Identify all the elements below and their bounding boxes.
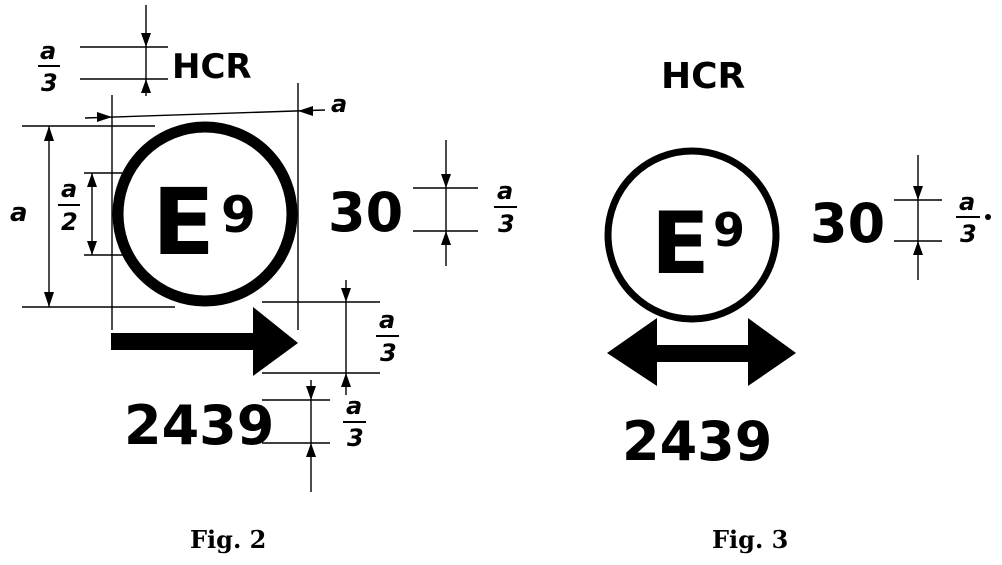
- fig2-side-number: 30: [328, 181, 403, 244]
- fig2-sign-letter: E: [152, 169, 215, 276]
- fig2-side-frac-den: 3: [498, 210, 515, 238]
- fig2-letter-frac-den: 2: [61, 208, 78, 236]
- fig2-height-label: a: [10, 198, 28, 228]
- fig2-letter-height-dimension: a 2: [58, 172, 158, 256]
- fig2-hcr-frac-num: a: [40, 37, 56, 65]
- fig2-height-dimension: a: [10, 125, 175, 308]
- fig3-sign-letter: E: [651, 194, 710, 294]
- fig2-bottom-frac-num: a: [346, 392, 362, 420]
- fig3-side-number: 30: [810, 192, 885, 255]
- fig3-side-frac-num: a: [959, 188, 975, 216]
- fig2-bottom-number: 2439: [124, 394, 274, 457]
- figure-2: HCR a 3 a: [10, 5, 517, 554]
- fig2-hcr-height-fraction: a 3: [38, 37, 60, 97]
- fig2-width-label: a: [331, 90, 347, 118]
- fig3-side-dimension: a 3: [894, 155, 991, 280]
- fig2-hcr-frac-den: 3: [41, 69, 58, 97]
- fig2-sign-ring: [112, 121, 298, 307]
- fig2-arrow-frac-den: 3: [380, 339, 397, 367]
- fig2-side-dimension: a 3: [413, 140, 517, 266]
- fig2-letter-frac-num: a: [61, 175, 77, 203]
- fig2-sign-number: 9: [221, 186, 256, 244]
- fig2-hcr-dimension: [80, 5, 168, 96]
- fig2-bottom-frac-den: 3: [347, 424, 364, 452]
- fig2-side-frac-num: a: [497, 177, 513, 205]
- fig2-width-dimension: a: [84, 83, 347, 330]
- fig2-right-arrow: [111, 307, 298, 376]
- fig3-sign-number: 9: [713, 203, 745, 257]
- fig3-side-frac-den: 3: [960, 220, 977, 248]
- fig3-hcr-label: HCR: [661, 56, 745, 97]
- fig2-bottom-dimension: a 3: [262, 380, 366, 492]
- fig3-double-headed-arrow: [607, 318, 796, 386]
- fig2-e9-sign: E 9: [112, 121, 298, 307]
- fig2-hcr-label: HCR: [172, 47, 252, 87]
- fig2-arrow-frac-num: a: [379, 306, 395, 334]
- fig2-caption: Fig. 2: [190, 525, 266, 554]
- fig2-arrow-dimension: a 3: [262, 280, 399, 395]
- fig3-e9-sign: E 9: [604, 147, 780, 323]
- fig3-sign-ring: [604, 147, 780, 323]
- figure-3: HCR E 9 30 a 3 2439 Fig. 3: [604, 56, 991, 554]
- fig3-caption: Fig. 3: [712, 525, 788, 554]
- fig3-bottom-number: 2439: [622, 410, 772, 473]
